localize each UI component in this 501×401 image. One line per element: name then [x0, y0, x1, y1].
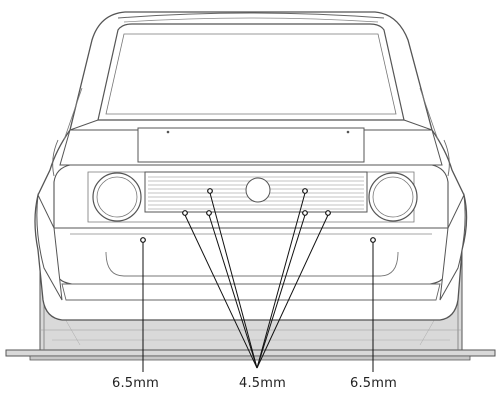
hole-size-label-center: 4.5mm [239, 376, 287, 391]
hole-marker-icon [140, 237, 146, 243]
hole-marker-icon [370, 237, 376, 243]
grille [144, 171, 368, 213]
car-body-front-icon [34, 11, 468, 321]
hole-marker-icon [207, 188, 213, 194]
hole-marker-icon [182, 210, 188, 216]
fender-flare-right [439, 193, 466, 301]
hole-marker-icon [206, 210, 212, 216]
hole-size-label-left: 6.5mm [112, 376, 160, 391]
hole-size-label-right: 6.5mm [350, 376, 398, 391]
headlight-right [368, 172, 418, 222]
hood-panel [137, 127, 365, 163]
emblem [245, 177, 271, 203]
windshield [97, 23, 405, 121]
hole-marker-icon [302, 188, 308, 194]
hole-marker-icon [325, 210, 331, 216]
leader-lines [142, 192, 374, 372]
stand-base-plate-bottom [29, 355, 471, 361]
hole-marker-icon [302, 210, 308, 216]
fender-flare-left [36, 193, 63, 301]
headlight-left [92, 172, 142, 222]
